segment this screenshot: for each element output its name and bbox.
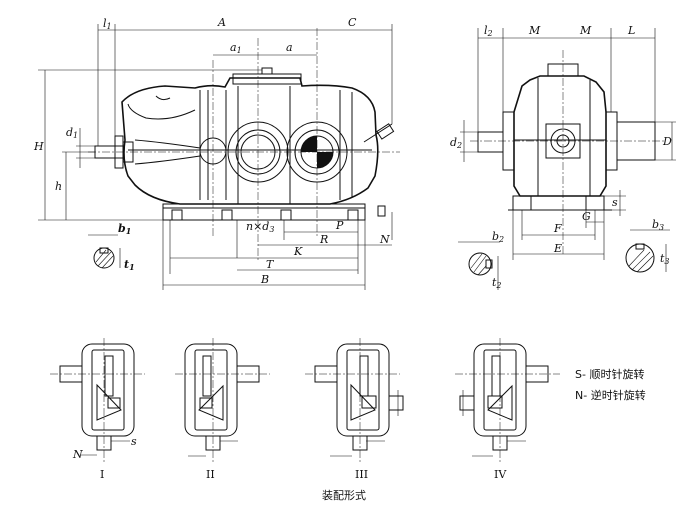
form-shaft-slot [104, 355, 114, 397]
form-gear-block [487, 395, 503, 409]
form-gear-block [199, 397, 213, 409]
vent-plug [261, 67, 273, 75]
foot-bolt [171, 209, 183, 221]
dim-K: K [293, 245, 303, 258]
side-input-shaft [477, 131, 504, 153]
housing-outline [121, 77, 379, 205]
dim-d1: d1 [66, 126, 78, 140]
assembly-form-II: II [175, 338, 270, 481]
key-section-circle-2 [468, 252, 492, 276]
assembly-form-IV: IV [455, 338, 560, 481]
dim-h: h [55, 180, 62, 193]
section-hatch [470, 253, 483, 269]
keyway-3 [635, 243, 645, 250]
dim-A: A [217, 16, 226, 29]
form-side-shaft [459, 395, 475, 411]
dim-F: F [553, 222, 562, 235]
form-numeral: II [206, 468, 215, 481]
dim-a1: a1 [230, 41, 242, 55]
assembly-form-III: III [305, 338, 404, 481]
form-housing [81, 343, 135, 437]
dim-L: L [627, 24, 635, 37]
dim-l2: l2 [484, 24, 493, 38]
dim-N: N [379, 233, 390, 246]
assembly-forms: s N I II [50, 338, 646, 502]
dipstick-cap [376, 123, 395, 140]
foot-bolt [280, 209, 292, 221]
section-hatch [473, 255, 487, 273]
dim-a: a [286, 41, 293, 54]
form-numeral: III [355, 468, 368, 481]
form-inner-frame [194, 349, 228, 431]
drain-plug [377, 205, 386, 217]
legend-counterclockwise: N- 逆时针旋转 [575, 388, 646, 402]
form-shaft-slot [491, 355, 501, 397]
dim-B: B [260, 273, 269, 286]
dim-b2: b2 [492, 230, 504, 244]
section-hatch [631, 251, 651, 271]
form-inner-frame [346, 349, 380, 431]
dim-M1: M [528, 24, 541, 37]
dim-D: D [662, 135, 672, 148]
form-inner-frame [91, 349, 125, 431]
center-mark-quadrant [301, 136, 317, 152]
housing-rib-curve [127, 103, 196, 120]
form-gear-block [361, 395, 377, 409]
dim-M2: M [579, 24, 592, 37]
dim-b1: b1 [118, 222, 131, 236]
form-numeral: IV [494, 468, 507, 481]
inspection-cover [232, 73, 302, 85]
keyway [99, 247, 109, 254]
form-gear [96, 383, 122, 421]
form-shaft-slot [202, 355, 212, 397]
foot-bolt [221, 209, 233, 221]
dim-t3: t3 [660, 252, 670, 266]
form-shaft-slot [359, 355, 369, 397]
dim-T: T [266, 258, 275, 271]
dim-nxd3: n×d3 [246, 220, 274, 234]
dim-s: s [612, 196, 618, 209]
side-foot-right [585, 195, 605, 211]
lifting-lug [155, 95, 171, 101]
dim-G: G [582, 210, 591, 223]
foot-bolt [347, 209, 359, 221]
side-foot-left [512, 195, 532, 211]
key-section-circle-3 [625, 243, 655, 273]
form-n-label: N [72, 448, 83, 461]
dim-b3: b3 [652, 218, 664, 232]
section-hatch [636, 255, 654, 273]
form-numeral: I [100, 468, 104, 481]
section-hatch [628, 249, 645, 267]
dim-C: C [348, 16, 357, 29]
input-shaft-housing [134, 139, 201, 165]
section-hatch [101, 255, 114, 269]
form-s-label: s [131, 435, 137, 448]
dim-l1: l1 [103, 17, 112, 31]
dim-t2: t2 [492, 276, 502, 290]
form-gear-block [107, 397, 121, 409]
front-view: l1 A C a1 a H h d1 n×d3 [33, 16, 400, 290]
dim-E: E [553, 242, 562, 255]
center-mark-quadrant [317, 152, 333, 168]
legend-clockwise: S- 顺时针旋转 [575, 367, 644, 381]
dim-t1: t1 [124, 258, 135, 272]
assembly-form-I: s N I [50, 338, 145, 481]
section-hatch [95, 249, 107, 263]
form-side-shaft [388, 395, 404, 411]
base-flange [162, 203, 366, 221]
dim-H: H [33, 140, 44, 153]
side-view: l2 M M L d2 D s G F E [450, 24, 676, 290]
keyway-2 [485, 259, 493, 269]
assembly-caption: 装配形式 [322, 489, 366, 502]
section-hatch [97, 251, 112, 267]
dim-P: P [335, 219, 344, 232]
dim-R: R [319, 233, 328, 246]
form-gear [350, 383, 376, 421]
section-hatch [477, 265, 487, 276]
form-housing [336, 343, 390, 437]
dim-d2: d2 [450, 136, 462, 150]
